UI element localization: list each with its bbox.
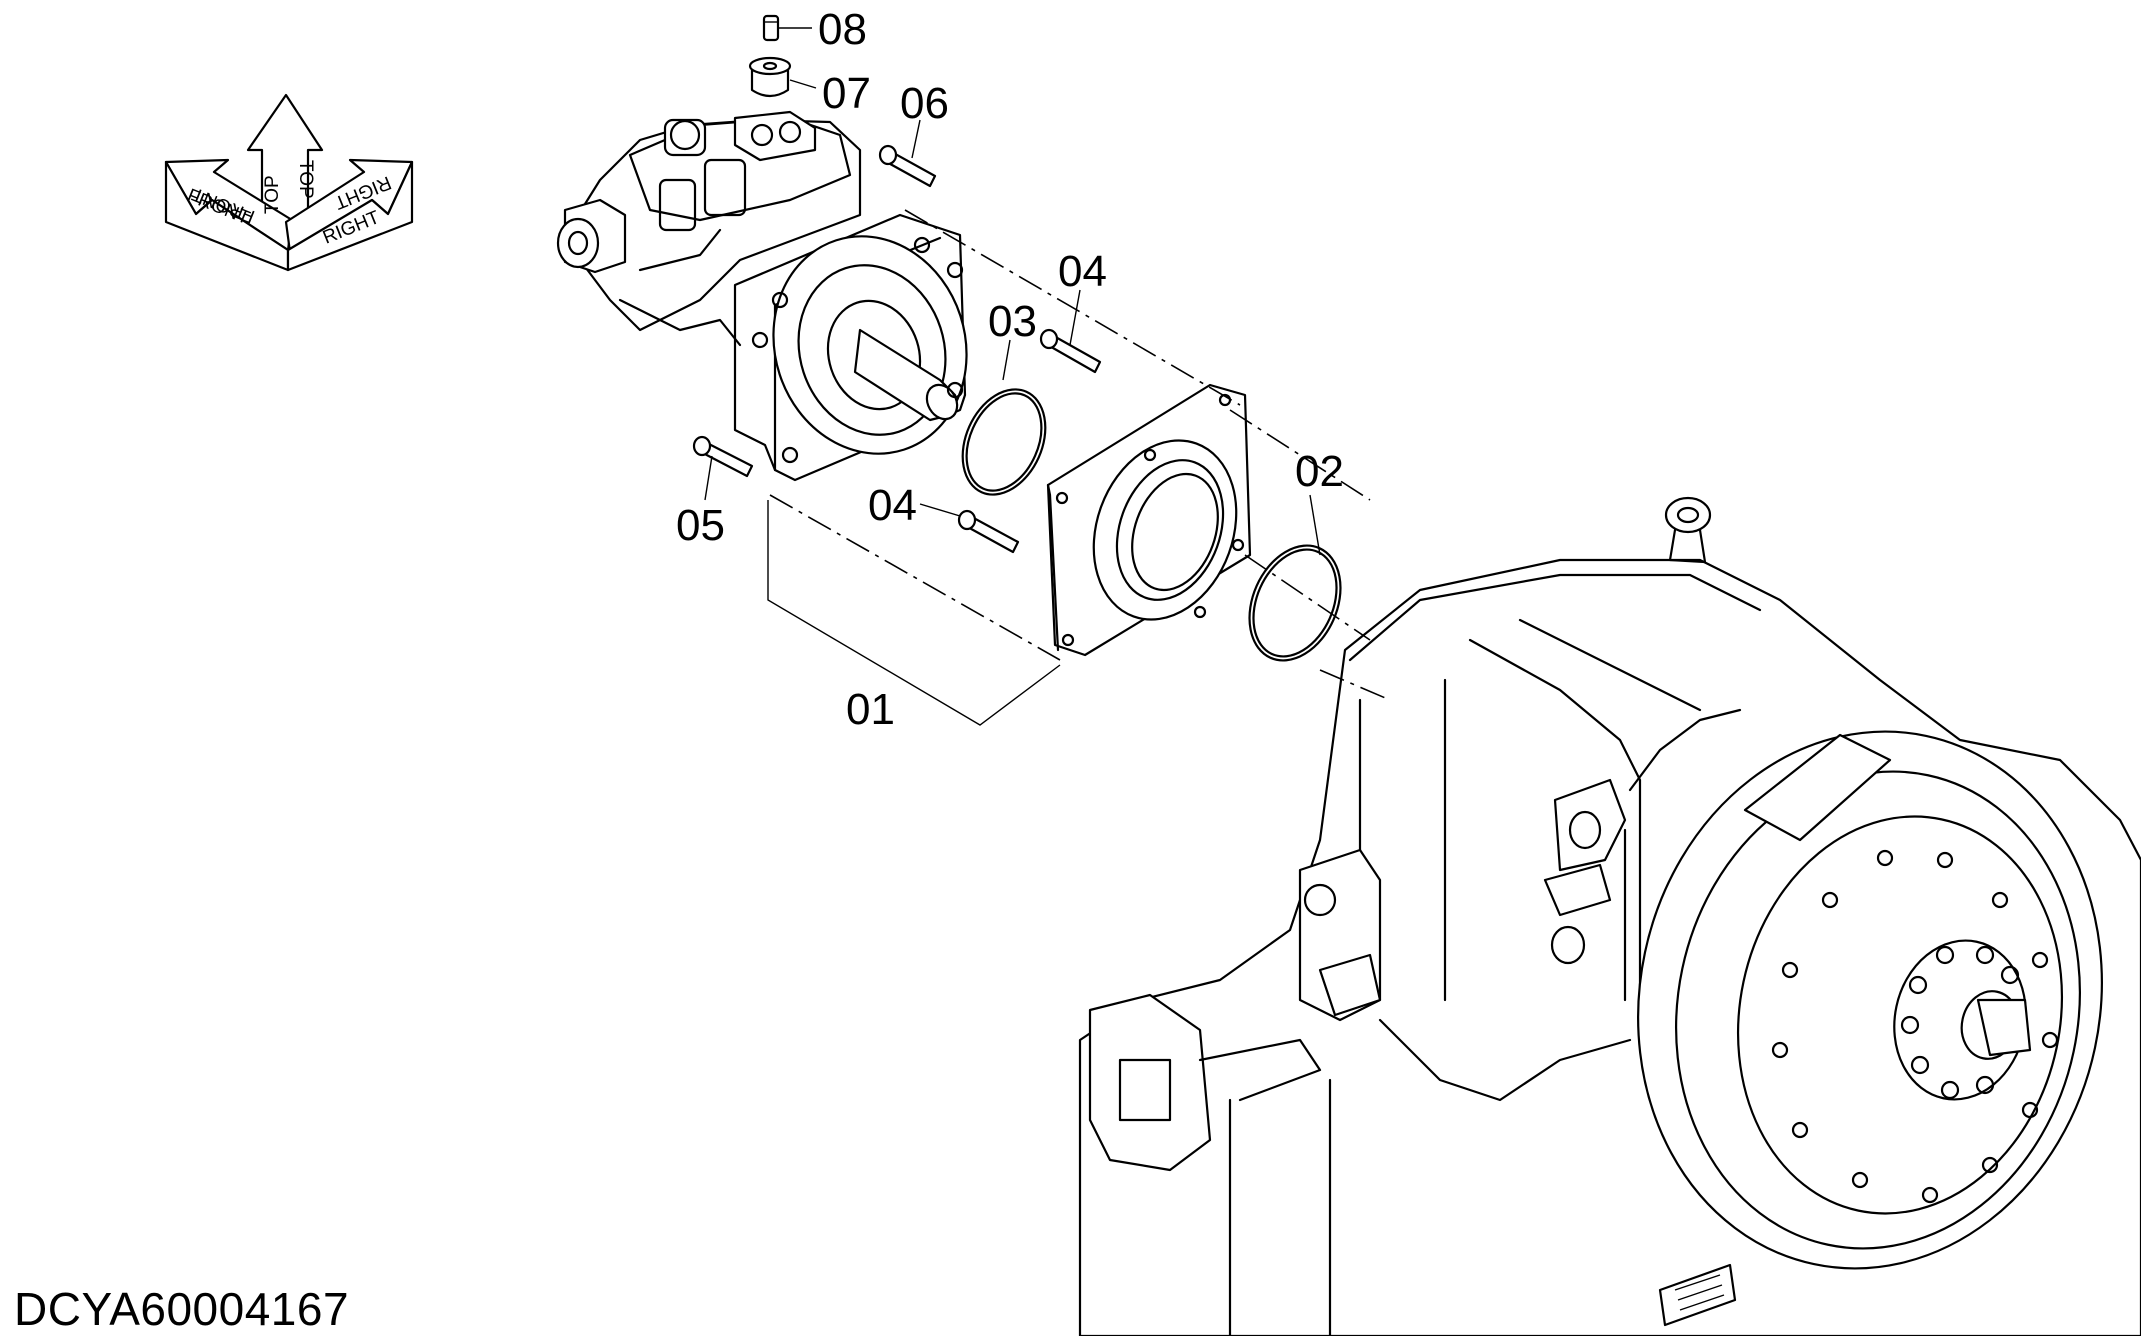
hydraulic-pump-drawing [556,110,968,482]
callout-07: 07 [822,69,871,118]
callout-03: 03 [988,297,1037,346]
orientation-arrows: FRONT FRONT TOP TOP RIGHT RIGHT [164,93,414,272]
flange-bolts [1771,849,2059,1204]
arrow-label-top-mirror: TOP [295,160,316,199]
callout-05: 05 [676,501,725,550]
callout-01: 01 [846,685,895,734]
callout-02: 02 [1295,447,1344,496]
part-04-bolt-upper [1039,328,1102,374]
part-04-bolt-lower [957,509,1020,554]
leader-lines [704,27,1321,726]
callout-08: 08 [818,5,867,54]
adapter-flange [1046,383,1252,657]
part-08-screw [762,14,780,42]
part-06-bolt [878,144,937,188]
document-id: DCYA60004167 [14,1283,350,1335]
hub-bolts [1900,945,2020,1100]
assembly-centerlines [769,209,1391,701]
callout-04-upper: 04 [1058,247,1107,296]
callout-labels: 08 07 06 04 03 04 05 02 01 [676,5,1344,734]
part-03-o-ring [961,388,1047,496]
transmission-drawing [1078,496,2141,1336]
part-07-plug [748,56,792,98]
callout-06: 06 [900,79,949,128]
callout-04-lower: 04 [868,481,917,530]
part-05-bolt [692,435,754,478]
arrow-label-top: TOP [262,175,283,214]
